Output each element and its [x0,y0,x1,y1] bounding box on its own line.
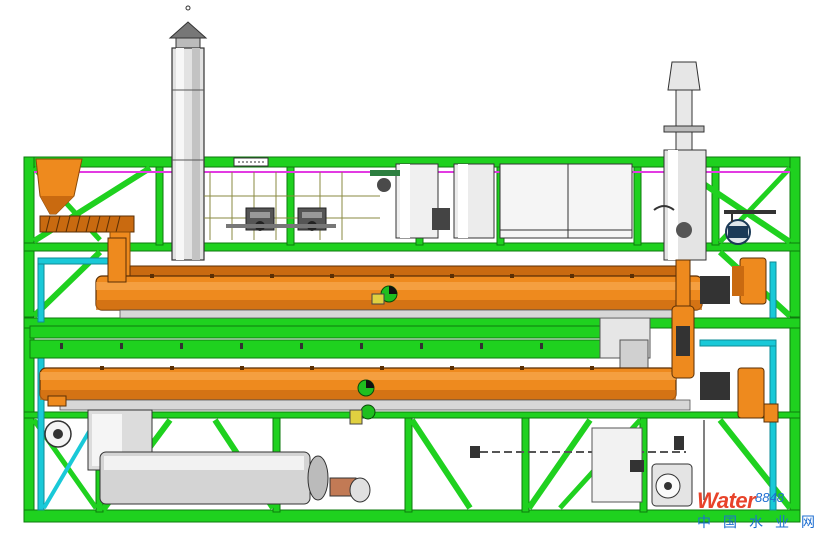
chimney-stack [168,5,208,261]
connecting-duct [671,305,695,379]
watermark: Water 8848 中国水业网 [693,490,823,536]
burner-chamber [87,409,371,505]
feed-hopper [35,158,83,215]
lower-rotary-drum [39,366,691,411]
drive-gearbox-upper [675,257,767,321]
watermark-main: Water [697,488,756,513]
pump-units [226,207,336,231]
storage-tanks [370,163,495,239]
valve-assembly [724,210,776,245]
watermark-chinese: 中国水业网 [697,515,826,531]
scrubber-tower [653,61,707,261]
green-indicator-lower [349,379,376,425]
inner-cyan-frame [37,257,777,511]
watermark-sub: 8848 [755,490,784,505]
panel-box [233,157,269,167]
drive-gearbox-lower [700,367,779,423]
control-cabinets [499,163,633,239]
green-indicator-upper [371,285,398,305]
middle-deck [29,317,651,371]
equipment-deck-grid [204,172,380,240]
fan-blower [630,460,693,507]
flow-meter [44,395,72,448]
